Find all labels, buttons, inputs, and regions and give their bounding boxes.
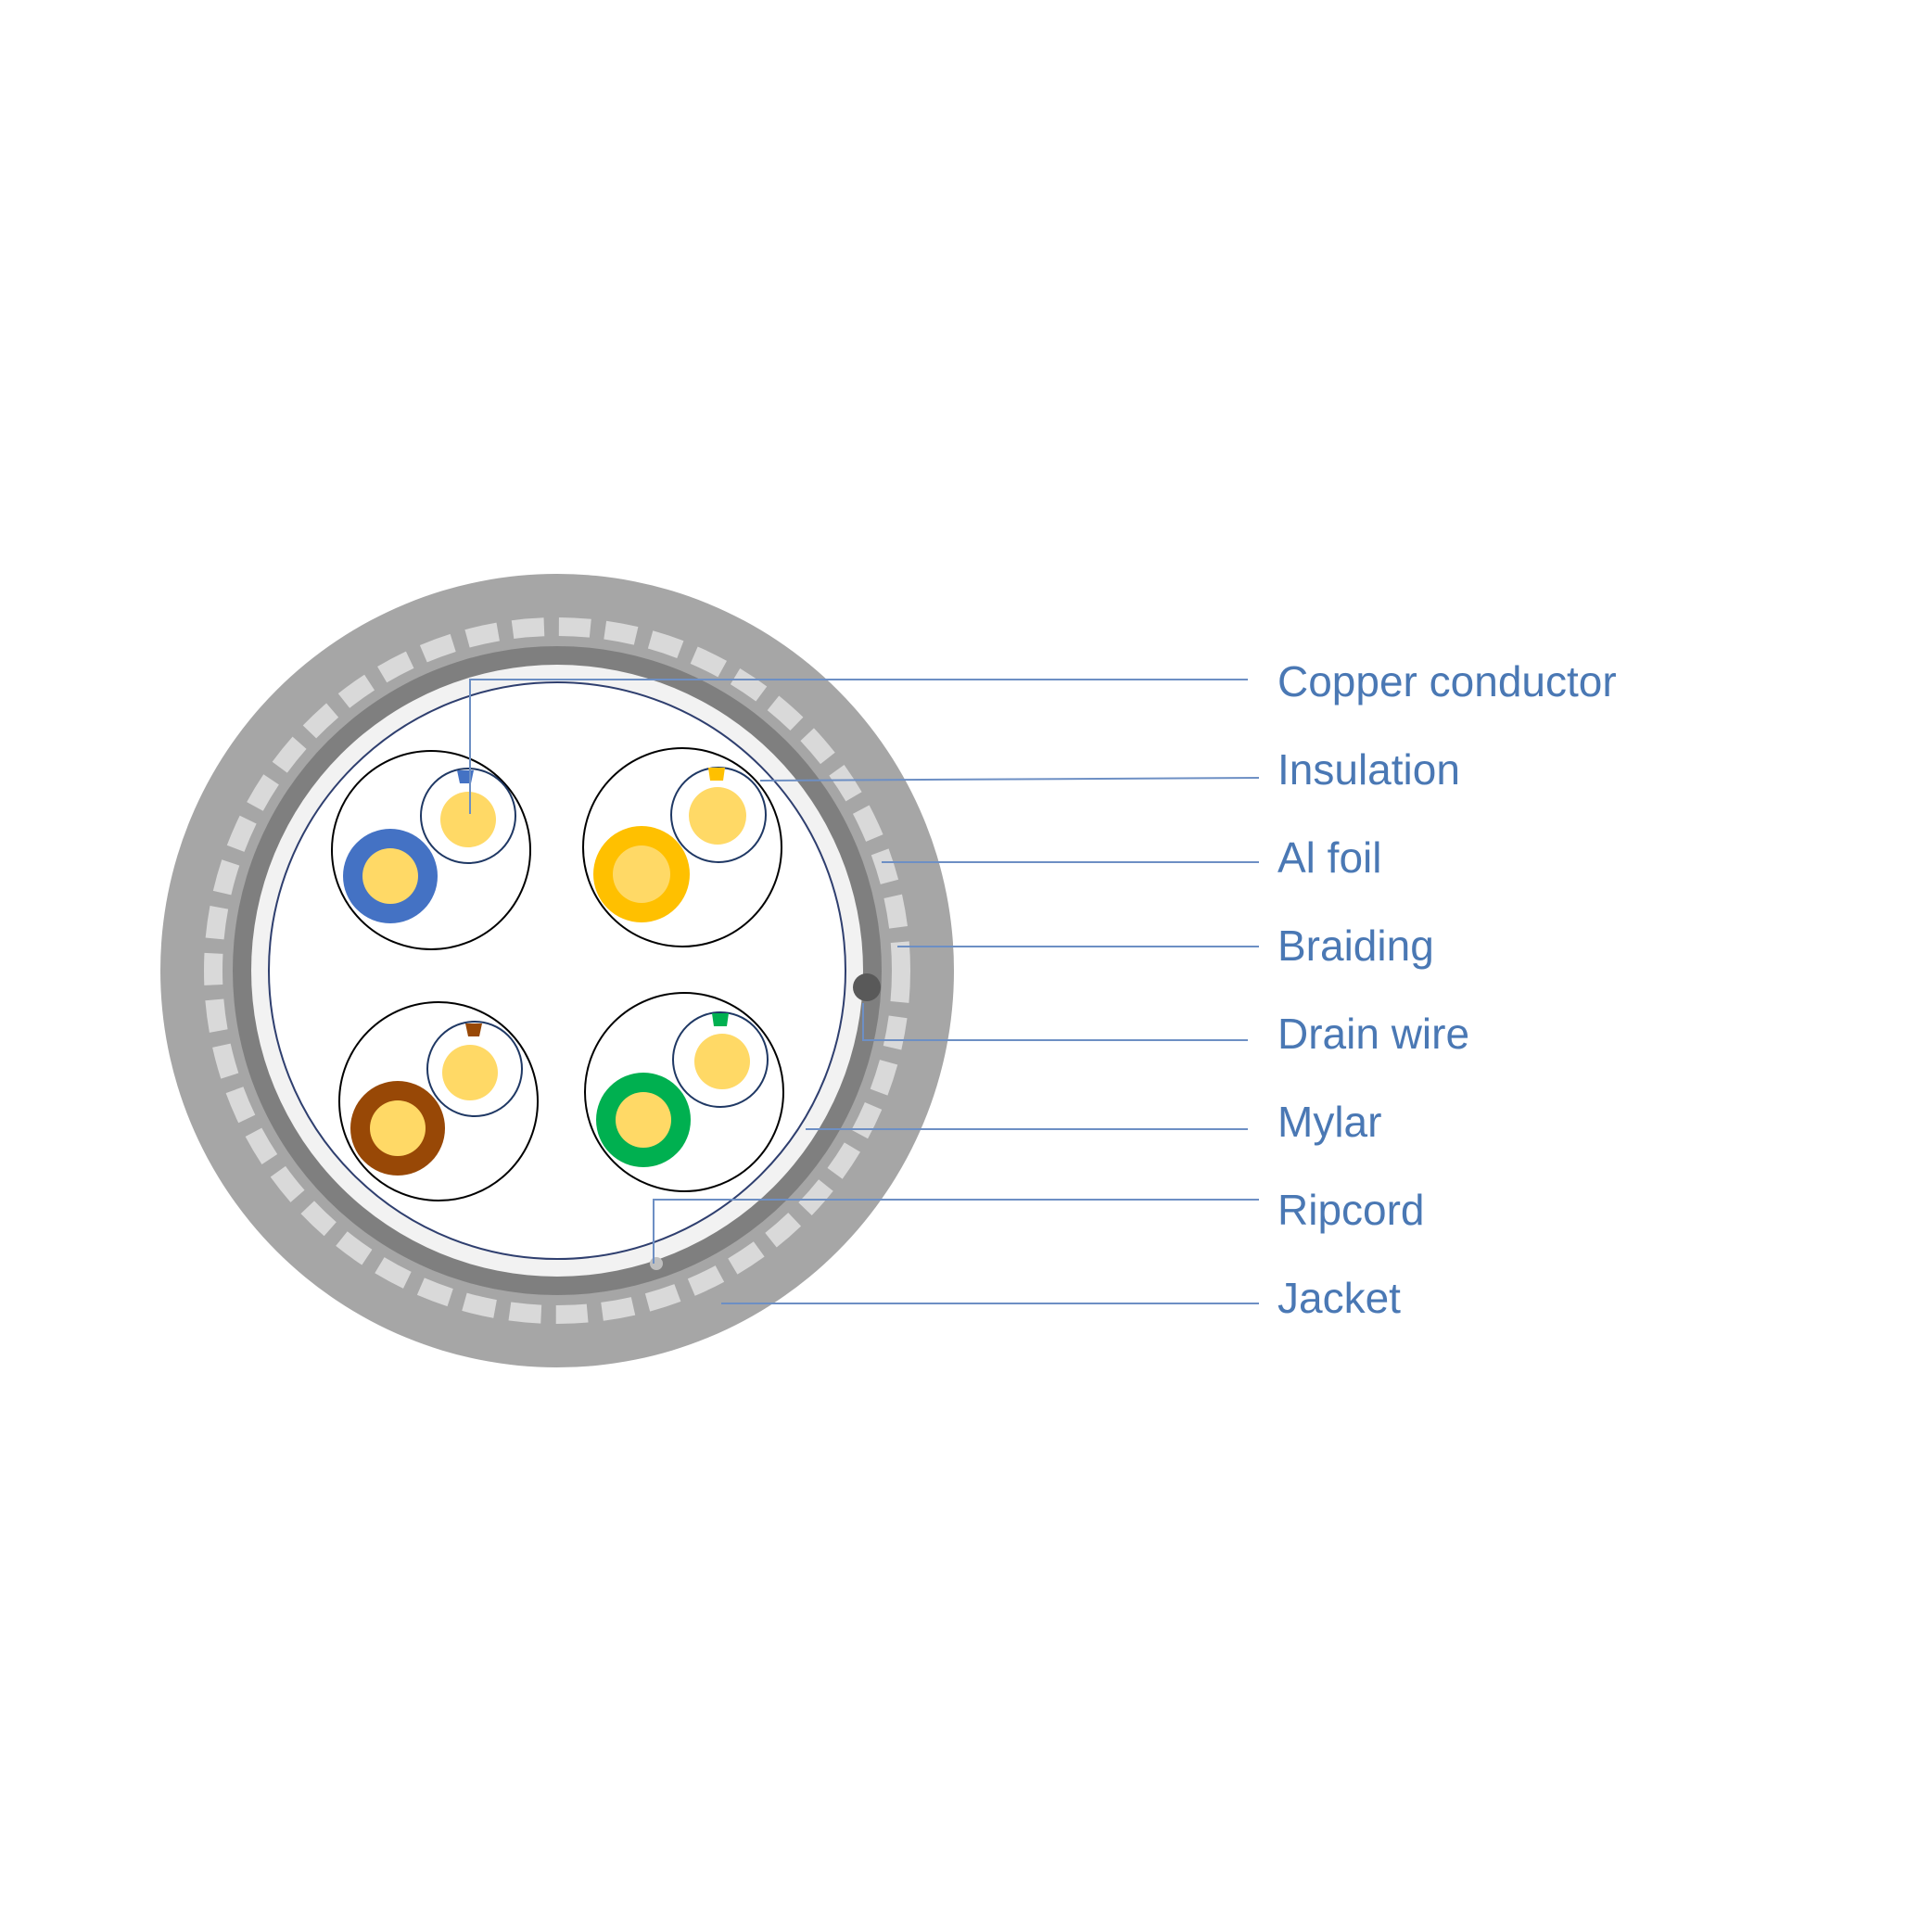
copper-conductor [689,787,746,845]
label-insulation: Insulation [1277,745,1460,794]
copper-conductor [362,848,418,904]
braiding-ring [204,617,910,1324]
label-al-foil: Al foil [1277,833,1381,882]
leader-copper-conductor [469,679,1248,814]
blue-stripe [457,770,474,783]
leader-ripcord [653,1199,1259,1264]
brown-stripe [465,1023,482,1036]
label-mylar: Mylar [1277,1098,1381,1146]
label-ripcord: Ripcord [1277,1186,1425,1234]
brown-pair [338,1001,539,1201]
ripcord [650,1257,663,1270]
green-pair [584,992,784,1192]
label-copper-conductor: Copper conductor [1277,657,1617,705]
leader-lines [469,679,1260,1304]
leader-insulation [759,777,1260,782]
drain-wire [853,973,881,1001]
copper-conductor [694,1034,750,1089]
copper-conductor [440,792,496,847]
orange-pair [582,747,782,947]
copper-conductor [613,845,670,903]
label-jacket: Jacket [1277,1274,1401,1322]
orange-stripe [708,768,725,781]
cable-core [268,681,846,1260]
copper-conductor [442,1045,498,1100]
label-drain-wire: Drain wire [1277,1010,1469,1058]
leader-drain-wire [862,1003,1248,1041]
copper-conductor [370,1100,426,1156]
copper-conductor [616,1092,671,1148]
green-stripe [712,1013,729,1026]
label-braiding: Braiding [1277,922,1434,970]
blue-pair [331,750,531,950]
